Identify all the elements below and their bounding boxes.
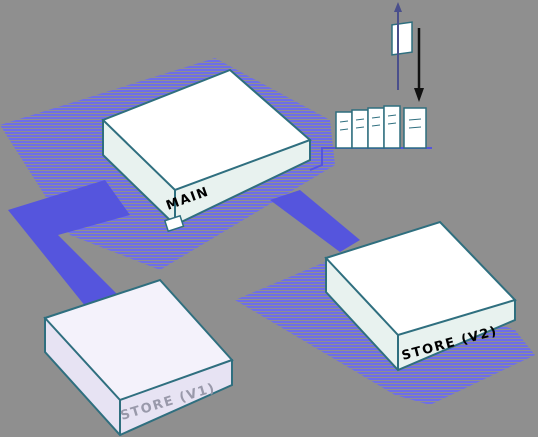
- link-main-v1: [8, 180, 130, 312]
- store-v1-box[interactable]: STORE (V1): [43, 278, 234, 437]
- arrow-up-icon: [394, 2, 402, 90]
- main-server-box[interactable]: MAIN: [101, 68, 312, 233]
- store-v2-box[interactable]: STORE (V2): [324, 220, 517, 372]
- main-port: [163, 214, 185, 233]
- server-rack-icon: [335, 21, 427, 149]
- link-main-v2: [270, 190, 360, 252]
- arrow-down-icon: [414, 28, 424, 102]
